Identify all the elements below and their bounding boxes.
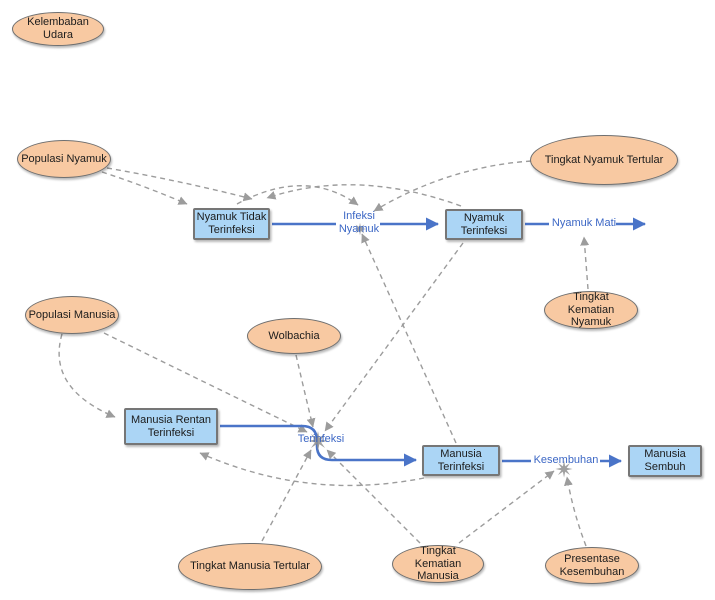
link-populasi-manusia-to-terinfeksi[interactable] — [103, 332, 308, 433]
link-burst-infeksi-nyamuk — [353, 222, 367, 236]
variable-presentase-kesembuhan[interactable]: Presentase Kesembuhan — [545, 547, 639, 584]
link-nyamuk-terinfeksi-to-nyamuk-tidak-terinfeksi[interactable] — [266, 184, 462, 207]
variable-tingkat-kematian-manusia[interactable]: Tingkat Kematian Manusia — [392, 545, 484, 583]
variable-wolbachia[interactable]: Wolbachia — [247, 318, 341, 354]
link-populasi-nyamuk-to-nyamuk-tidak-terinfeksi-2[interactable] — [106, 167, 253, 202]
variable-populasi-manusia[interactable]: Populasi Manusia — [25, 296, 119, 334]
link-tingkat-kematian-manusia-to-kesembuhan[interactable] — [458, 470, 555, 544]
variable-kelembaban-udara[interactable]: Kelembaban Udara — [12, 12, 104, 46]
variable-tingkat-manusia-tertular[interactable]: Tingkat Manusia Tertular — [178, 543, 322, 590]
link-manusia-terinfeksi-to-infeksi-nyamuk[interactable] — [361, 233, 457, 444]
variable-label: Tingkat Kematian Nyamuk — [567, 290, 615, 329]
stock-nyamuk-tidak-terinfeksi[interactable]: Nyamuk Tidak Terinfeksi — [193, 208, 270, 240]
stock-manusia-terinfeksi[interactable]: Manusia Terinfeksi — [422, 445, 500, 476]
stock-manusia-rentan-terinfeksi[interactable]: Manusia Rentan Terinfeksi — [124, 408, 218, 445]
link-presentase-kesembuhan-to-kesembuhan[interactable] — [564, 476, 587, 547]
stock-nyamuk-terinfeksi[interactable]: Nyamuk Terinfeksi — [445, 209, 523, 240]
variable-label: Kelembaban Udara — [27, 16, 89, 41]
link-burst-terinfeksi — [308, 431, 328, 451]
link-tingkat-manusia-tertular-to-terinfeksi[interactable] — [261, 449, 312, 542]
stock-label: Nyamuk Terinfeksi — [460, 211, 508, 237]
link-populasi-manusia-to-manusia-rentan-terinfeksi[interactable] — [58, 333, 116, 418]
link-tingkat-nyamuk-tertular-to-infeksi-nyamuk[interactable] — [373, 160, 532, 212]
variable-label: Populasi Manusia — [28, 308, 116, 321]
link-burst-kesembuhan — [555, 460, 573, 478]
link-tingkat-kematian-manusia-to-terinfeksi[interactable] — [326, 449, 421, 544]
stock-manusia-sembuh[interactable]: Manusia Sembuh — [628, 445, 702, 477]
stock-label: Nyamuk Tidak Terinfeksi — [196, 211, 267, 236]
flow-label-nyamuk-mati[interactable]: Nyamuk Mati — [551, 217, 617, 229]
link-tingkat-kematian-nyamuk-to-nyamuk-mati[interactable] — [580, 236, 590, 290]
variable-label: Wolbachia — [268, 329, 320, 342]
stock-label: Manusia Sembuh — [644, 448, 686, 473]
stock-label: Manusia Terinfeksi — [437, 447, 485, 473]
flow-label-infeksi-nyamuk[interactable]: Infeksi Nyamuk — [338, 210, 380, 235]
flow-label-kesembuhan[interactable]: Kesembuhan — [533, 454, 599, 466]
variable-label: Tingkat Kematian Manusia — [414, 544, 462, 583]
link-nyamuk-tidak-terinfeksi-to-infeksi-nyamuk[interactable] — [236, 185, 359, 206]
stock-label: Manusia Rentan Terinfeksi — [130, 413, 212, 439]
variable-tingkat-nyamuk-tertular[interactable]: Tingkat Nyamuk Tertular — [530, 135, 678, 185]
variable-label: Populasi Nyamuk — [21, 152, 107, 165]
variable-populasi-nyamuk[interactable]: Populasi Nyamuk — [17, 140, 111, 178]
link-nyamuk-terinfeksi-to-terinfeksi[interactable] — [324, 242, 464, 432]
variable-label: Tingkat Manusia Tertular — [190, 560, 310, 573]
link-populasi-nyamuk-to-nyamuk-tidak-terinfeksi-1[interactable] — [101, 171, 188, 205]
link-wolbachia-to-terinfeksi[interactable] — [295, 354, 316, 428]
variable-label: Presentase Kesembuhan — [559, 552, 625, 578]
flow-label-terinfeksi[interactable]: Terinfeksi — [297, 433, 345, 445]
link-manusia-terinfeksi-to-manusia-rentan-terinfeksi[interactable] — [199, 452, 425, 487]
variable-label: Tingkat Nyamuk Tertular — [544, 153, 664, 166]
variable-tingkat-kematian-nyamuk[interactable]: Tingkat Kematian Nyamuk — [544, 291, 638, 329]
